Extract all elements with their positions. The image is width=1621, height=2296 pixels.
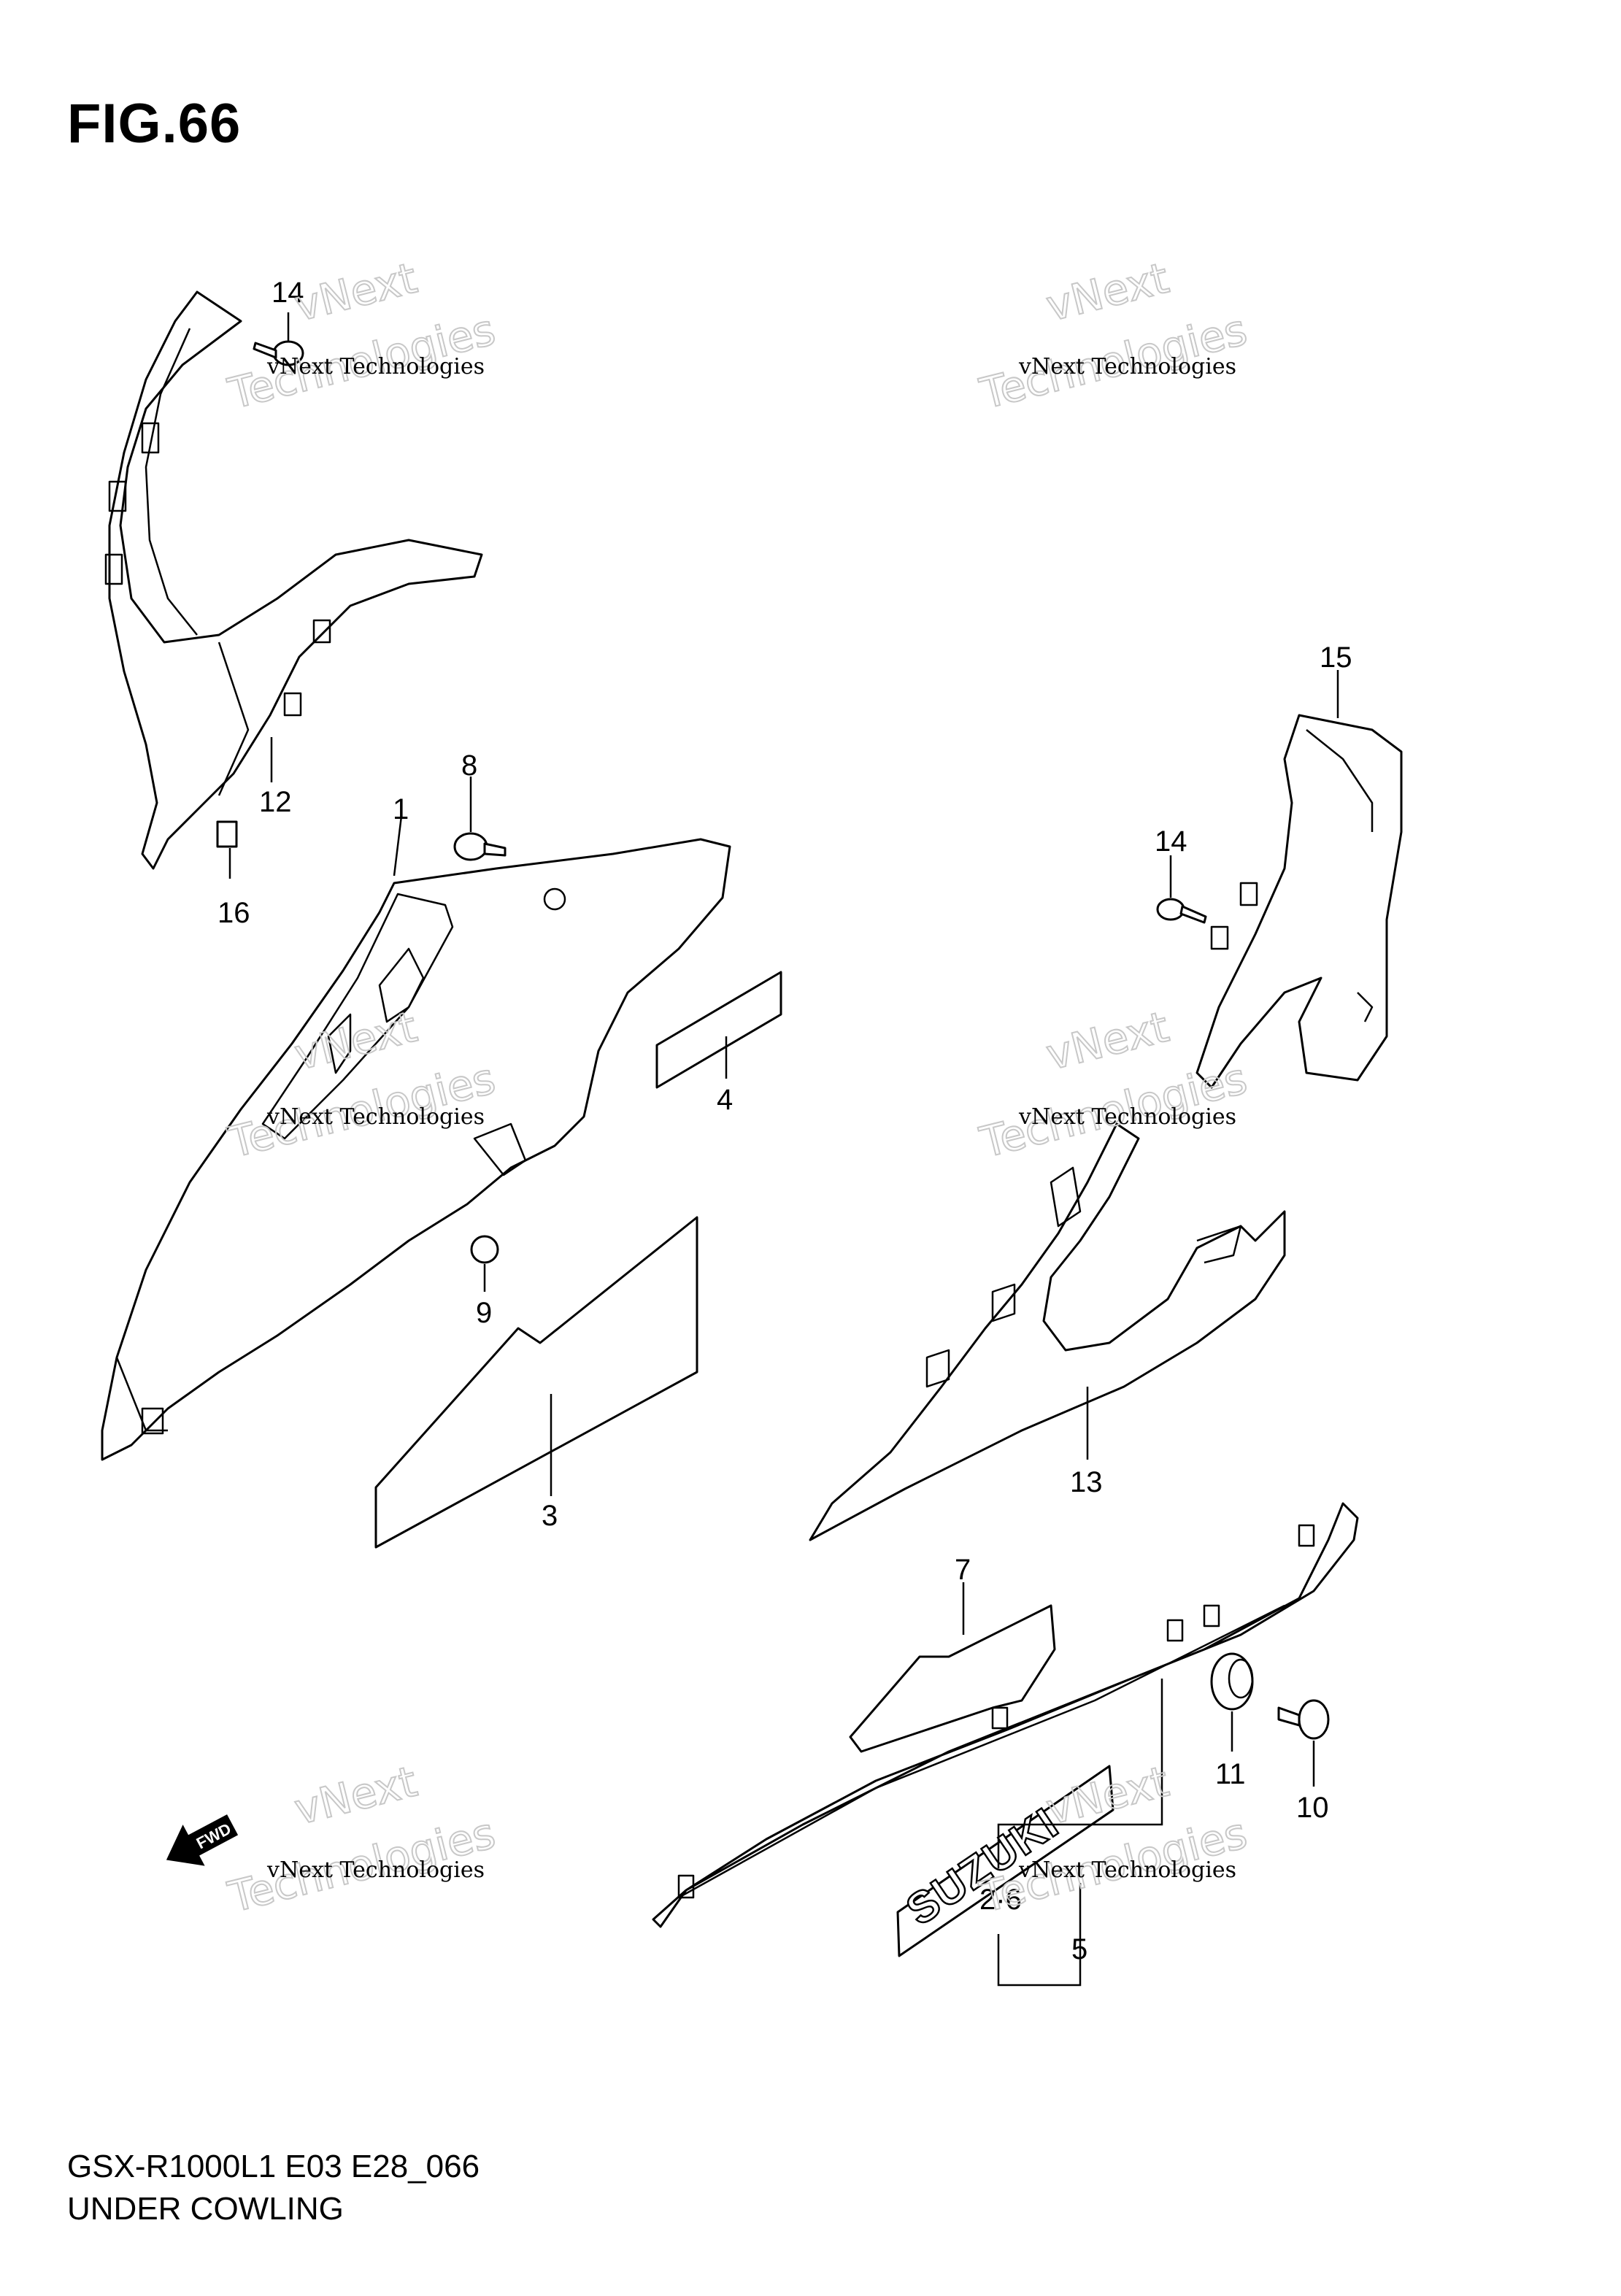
watermark-text: vNext Technologies [266,354,485,380]
watermark-vnext: vNext [290,1757,422,1835]
part-12-inner-panel [104,290,483,870]
callout-3: 3 [542,1500,558,1532]
watermark-top-left: vNext Technologies vNext Technologies [223,253,501,420]
callout-8: 8 [461,750,477,782]
leader-lines [228,312,1339,1987]
fwd-arrow-icon: FWD [166,1814,239,1866]
part-11-grommet [1210,1652,1254,1711]
section-name: UNDER COWLING [67,2191,344,2227]
part-7-pad [849,1604,1056,1753]
callout-14-upper: 14 [272,277,304,309]
watermark-text: vNext Technologies [266,1104,485,1130]
watermark-vnext: vNext [1041,1002,1174,1080]
model-code: GSX-R1000L1 E03 E28_066 [67,2149,480,2184]
watermark-vnext: vNext [1041,253,1174,331]
callout-15: 15 [1320,642,1352,674]
part-3-pad [374,1216,698,1549]
callout-16: 16 [217,897,250,929]
part-13-under-cowling-right [809,1122,1286,1541]
callout-numbers: 14 12 16 1 8 9 4 3 15 14 13 7 11 10 2·6 … [217,277,1352,1965]
watermark-text: vNext Technologies [1018,354,1236,380]
callout-12: 12 [259,786,292,818]
part-10-bolt [1277,1699,1330,1740]
watermark-text: vNext Technologies [266,1857,485,1883]
part-14-screw-upper [253,340,304,366]
callout-1: 1 [393,793,409,825]
callout-7: 7 [955,1554,971,1586]
part-16-clip [216,820,238,848]
watermark-text: vNext Technologies [1018,1857,1236,1883]
callout-13: 13 [1070,1466,1103,1498]
callout-5: 5 [1071,1933,1087,1965]
part-15-inner-panel [1195,714,1403,1089]
watermark-text: vNext Technologies [1018,1104,1236,1130]
watermark-top-right: vNext Technologies vNext Technologies [974,253,1252,420]
callout-4: 4 [717,1084,733,1116]
callout-9: 9 [476,1297,492,1329]
part-1-under-cowling-left [101,838,731,1461]
figure-title: FIG.66 [67,93,242,155]
part-4-pad [655,971,782,1089]
part-8-screw [453,832,507,861]
watermark-bottom-left: vNext Technologies vNext Technologies [223,1756,501,1923]
part-14-screw-right [1156,898,1207,924]
watermark-vnext: vNext [290,253,422,331]
part-9-grommet [470,1235,499,1264]
callout-14-right: 14 [1155,825,1187,858]
part-2-lower-cover [652,1502,1359,1928]
callout-2-6: 2·6 [979,1884,1022,1916]
callout-10: 10 [1296,1792,1329,1824]
callout-11: 11 [1215,1758,1246,1790]
